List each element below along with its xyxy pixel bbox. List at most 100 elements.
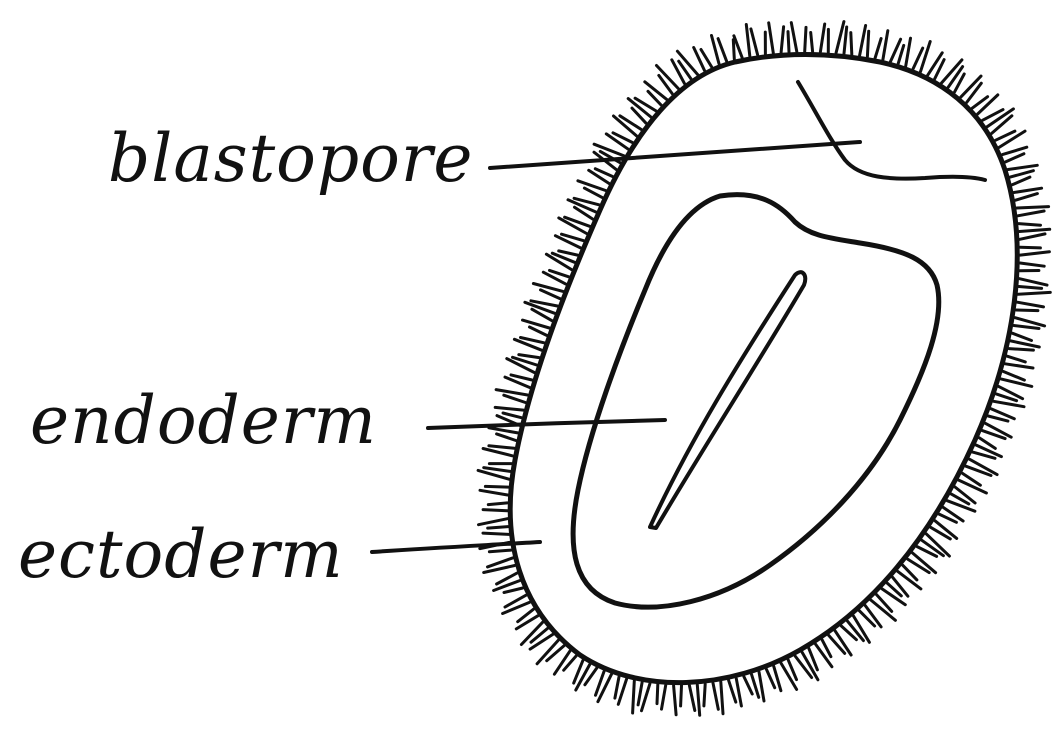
cilium (1005, 364, 1033, 368)
blastopore-leader-line (490, 142, 860, 168)
cilium (576, 664, 590, 690)
cilium (681, 686, 682, 706)
cilium (496, 390, 527, 395)
cilium (504, 395, 526, 402)
cilium (746, 25, 750, 57)
cilium (805, 27, 806, 51)
cilium (1016, 194, 1038, 201)
cilium (530, 327, 547, 335)
cilium (994, 401, 1024, 406)
cilium (672, 60, 685, 84)
cilium (867, 31, 868, 56)
cilium (1012, 333, 1031, 340)
cilium (598, 674, 612, 702)
endoderm-leader-line (428, 420, 665, 428)
cilium (1020, 279, 1048, 285)
cilium (488, 527, 508, 529)
archenteron-slit (650, 272, 805, 528)
cilium (1020, 252, 1049, 255)
cilium (875, 39, 881, 59)
cilium (947, 501, 975, 512)
cilium (488, 503, 507, 505)
cilium (615, 677, 619, 698)
cilium (1009, 349, 1033, 351)
cilium (483, 533, 509, 534)
endoderm-mass (573, 195, 939, 607)
cilium (642, 684, 650, 711)
cilium (503, 413, 521, 418)
cilium (851, 33, 852, 55)
cilium (744, 677, 752, 694)
endoderm-label: endoderm (30, 388, 377, 454)
cilium (836, 22, 844, 53)
cilium (1015, 318, 1045, 326)
cilium (1007, 356, 1025, 362)
cilium (788, 32, 789, 52)
cilium (674, 686, 677, 715)
cilium (483, 510, 507, 511)
ectoderm-label: ectoderm (18, 522, 344, 588)
cilium (1017, 207, 1049, 208)
cilium (751, 29, 758, 55)
cilium (511, 375, 532, 380)
cilium (729, 680, 736, 702)
cilium (733, 40, 734, 59)
cilium (860, 26, 866, 56)
cilium (1001, 379, 1032, 387)
cilium (948, 67, 963, 88)
cilium (769, 23, 774, 53)
cilium (1018, 211, 1044, 216)
cilium (967, 83, 982, 102)
cilium (1017, 302, 1043, 307)
cilium (497, 434, 516, 441)
cilium (657, 685, 658, 704)
cilium (1011, 341, 1040, 347)
cilium (697, 685, 699, 715)
cilium (1020, 234, 1045, 239)
cilium (484, 468, 510, 472)
cilium (1008, 165, 1037, 169)
cilium (1019, 224, 1041, 226)
cilium (1016, 310, 1038, 311)
cilium (718, 39, 727, 62)
cilium (480, 490, 508, 495)
cilium (844, 27, 847, 54)
cilium (516, 616, 538, 629)
cilium (766, 669, 774, 688)
cilium (811, 33, 813, 52)
cilium (820, 24, 824, 52)
cilium (559, 251, 578, 255)
cilium (489, 446, 514, 448)
cilium (1018, 292, 1050, 294)
cilium (883, 31, 888, 60)
cilium (578, 181, 606, 191)
cilium (633, 681, 635, 713)
cilium (554, 651, 570, 674)
blastopore-label: blastopore (108, 126, 473, 192)
cilium (898, 45, 904, 63)
cilium (489, 550, 511, 552)
cilium (519, 355, 539, 358)
cilium (523, 320, 550, 328)
cilium (781, 27, 784, 53)
cilium (704, 684, 705, 706)
cilium (1005, 154, 1024, 162)
cilium (988, 416, 1008, 421)
cilium (489, 428, 518, 433)
cilium (689, 685, 694, 710)
cilium (920, 42, 930, 72)
cilium (547, 646, 564, 661)
cilium (1020, 247, 1040, 248)
cilium (906, 38, 911, 66)
cilium (533, 284, 563, 292)
cilium (635, 98, 656, 111)
cilium (721, 682, 723, 714)
cilium (1020, 263, 1044, 266)
cilium (483, 449, 513, 456)
cilium (713, 683, 718, 709)
cilium (928, 53, 943, 76)
cilium (504, 588, 523, 593)
cilium (1014, 326, 1039, 329)
